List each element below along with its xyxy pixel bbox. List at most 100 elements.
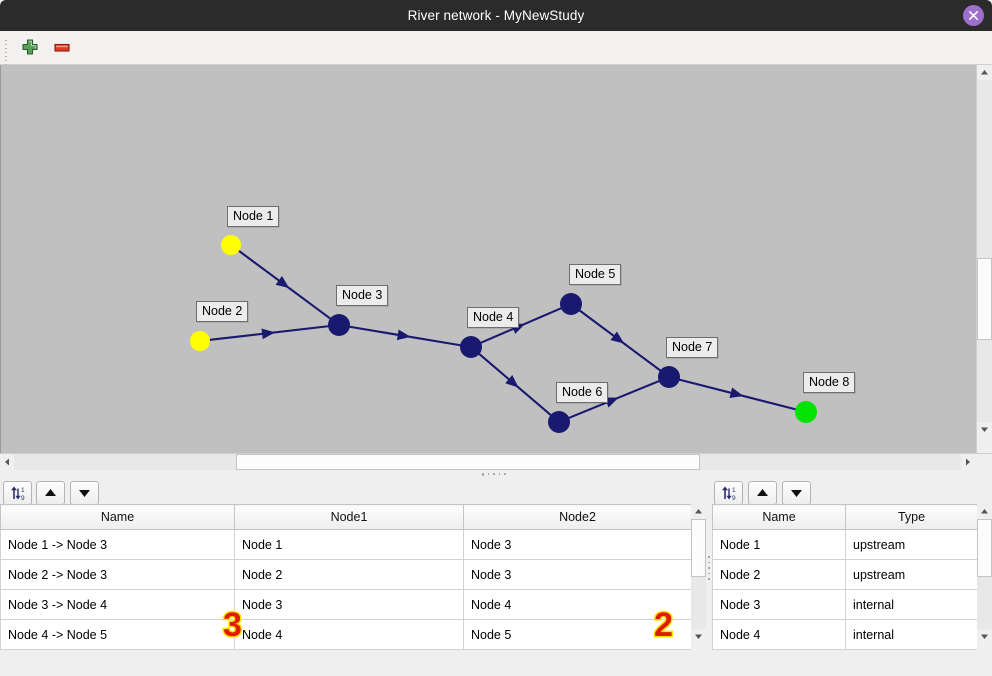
window-title: River network - MyNewStudy [407,8,585,23]
node-label-node-5[interactable]: Node 5 [569,264,622,285]
title-bar: River network - MyNewStudy [0,0,992,31]
scroll-down-arrow-icon[interactable] [977,629,992,644]
arrow-down-icon[interactable] [782,481,811,505]
network-node-node-6[interactable] [548,411,570,433]
node-label-node-4[interactable]: Node 4 [467,307,520,328]
column-header-name[interactable]: Name [0,504,235,530]
links-table-scrollbar[interactable] [691,504,706,676]
network-node-node-5[interactable] [560,293,582,315]
scroll-track[interactable] [977,80,992,422]
sort-icon[interactable]: 1 9 [3,481,32,505]
graph-vertical-scrollbar[interactable] [976,65,992,453]
network-node-node-8[interactable] [795,401,817,423]
table-cell[interactable]: Node 1 [712,529,846,560]
column-header-type[interactable]: Type [845,504,978,530]
main-toolbar [0,31,992,65]
network-diagram [190,235,817,433]
table-cell[interactable]: Node 4 [712,619,846,650]
column-header-name[interactable]: Name [712,504,846,530]
scroll-up-arrow-icon[interactable] [977,65,992,80]
table-cell[interactable]: Node 4 -> Node 5 [0,619,235,650]
scroll-thumb[interactable] [977,258,992,340]
scroll-thumb[interactable] [977,519,992,577]
table-cell[interactable]: Node 2 -> Node 3 [0,559,235,590]
scroll-thumb[interactable] [691,519,706,577]
scroll-up-arrow-icon[interactable] [691,504,706,519]
scroll-up-arrow-icon[interactable] [977,504,992,519]
table-cell[interactable]: Node 3 -> Node 4 [0,589,235,620]
annotation-3: 3 [222,606,244,644]
node-label-node-2[interactable]: Node 2 [196,301,249,322]
toolbar-grip[interactable] [4,37,9,65]
table-cell[interactable]: internal [845,619,978,650]
scroll-down-arrow-icon[interactable] [977,422,992,437]
plus-icon[interactable] [18,37,42,59]
edge-arrowhead-icon [610,331,625,344]
table-cell[interactable]: Node 3 [463,559,692,590]
scroll-left-arrow-icon[interactable] [0,454,14,470]
river-network-canvas[interactable]: Node 1 Node 2 Node 3 Node 4 Node 5 Node 6 Node… [0,65,992,453]
table-cell[interactable]: Node 2 [234,559,464,590]
svg-text:1: 1 [732,487,736,494]
network-node-node-4[interactable] [460,336,482,358]
arrow-down-icon[interactable] [70,481,99,505]
network-node-node-3[interactable] [328,314,350,336]
node-label-node-7[interactable]: Node 7 [666,337,719,358]
nodes-table-scrollbar[interactable] [977,504,992,676]
minus-icon[interactable] [50,37,74,59]
vertical-splitter[interactable] [706,478,712,676]
table-cell[interactable]: upstream [845,529,978,560]
table-cell[interactable]: Node 1 [234,529,464,560]
table-cell[interactable]: internal [845,589,978,620]
splitter-grip [708,556,710,584]
network-node-node-7[interactable] [658,366,680,388]
node-label-node-8[interactable]: Node 8 [803,372,856,393]
edge-arrowhead-icon [261,328,276,340]
table-cell[interactable]: Node 5 [463,619,692,650]
network-node-node-1[interactable] [221,235,241,255]
annotation-2: 2 [653,606,675,644]
column-header-node1[interactable]: Node1 [234,504,464,530]
graph-horizontal-scrollbar[interactable] [0,453,992,470]
sort-icon[interactable]: 1 9 [714,481,743,505]
svg-text:1: 1 [21,487,25,494]
table-cell[interactable]: Node 3 [712,589,846,620]
node-label-node-6[interactable]: Node 6 [556,382,609,403]
svg-text:9: 9 [21,495,25,502]
scroll-down-arrow-icon[interactable] [691,629,706,644]
svg-text:9: 9 [732,495,736,502]
column-header-node2[interactable]: Node2 [463,504,692,530]
node-label-node-3[interactable]: Node 3 [336,285,389,306]
table-cell[interactable]: Node 3 [463,529,692,560]
table-cell[interactable]: Node 2 [712,559,846,590]
table-cell[interactable]: Node 4 [234,619,464,650]
horizontal-splitter[interactable] [0,470,992,478]
scroll-thumb[interactable] [236,454,700,470]
close-icon[interactable] [963,5,984,26]
table-cell[interactable]: Node 3 [234,589,464,620]
scroll-right-arrow-icon[interactable] [961,454,975,470]
arrow-up-icon[interactable] [36,481,65,505]
edge-arrowhead-icon [275,276,290,289]
table-cell[interactable]: Node 1 -> Node 3 [0,529,235,560]
edge-arrowhead-icon [729,387,744,399]
arrow-up-icon[interactable] [748,481,777,505]
edge-arrowhead-icon [505,375,519,388]
network-node-node-2[interactable] [190,331,210,351]
table-cell[interactable]: upstream [845,559,978,590]
node-label-node-1[interactable]: Node 1 [227,206,280,227]
